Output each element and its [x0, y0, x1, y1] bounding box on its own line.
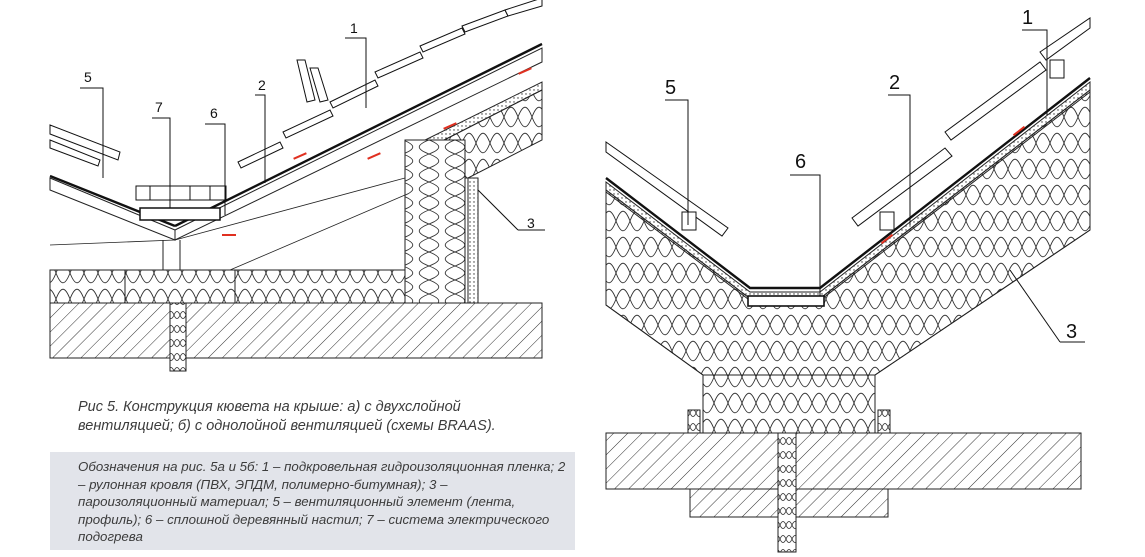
valley-trough-b — [747, 295, 825, 307]
callout-b-2: 2 — [889, 72, 900, 94]
callout-b-1: 1 — [1022, 7, 1033, 29]
figure-b: 1 5 2 6 3 — [605, 7, 1091, 553]
callout-a-7: 7 — [155, 99, 163, 115]
callout-a-2: 2 — [258, 77, 266, 93]
figure-a: 5 7 6 2 1 3 — [49, 0, 545, 372]
callout-a-3: 3 — [527, 215, 535, 231]
valley-trough-a — [139, 207, 221, 221]
flow-markers-b — [880, 125, 1026, 245]
leaders-a — [80, 37, 545, 231]
figure-caption: Рис 5. Конструкция кювета на крыше: а) с… — [78, 399, 496, 434]
flow-markers-a — [222, 67, 532, 236]
slab-a — [49, 302, 543, 359]
callout-b-5: 5 — [665, 77, 676, 99]
legend-panel: Обозначения на рис. 5а и 5б: 1 – подкров… — [50, 452, 575, 550]
callouts-b: 1 5 2 6 3 — [665, 7, 1077, 343]
tiles-right-a — [237, 0, 543, 169]
callout-a-6: 6 — [210, 105, 218, 121]
membrane-b — [605, 77, 1091, 290]
callouts-a: 5 7 6 2 1 3 — [84, 20, 535, 231]
rafter-right-a — [174, 47, 543, 241]
callout-b-3: 3 — [1066, 321, 1077, 343]
callout-a-1: 1 — [350, 20, 358, 36]
callout-b-6: 6 — [795, 151, 806, 173]
tiles-right-b — [851, 17, 1091, 227]
callout-a-5: 5 — [84, 69, 92, 85]
tiles-left-b — [605, 141, 729, 237]
slab-b — [605, 432, 1082, 490]
leaders-b — [665, 29, 1085, 343]
tiles-left-a — [49, 124, 121, 167]
